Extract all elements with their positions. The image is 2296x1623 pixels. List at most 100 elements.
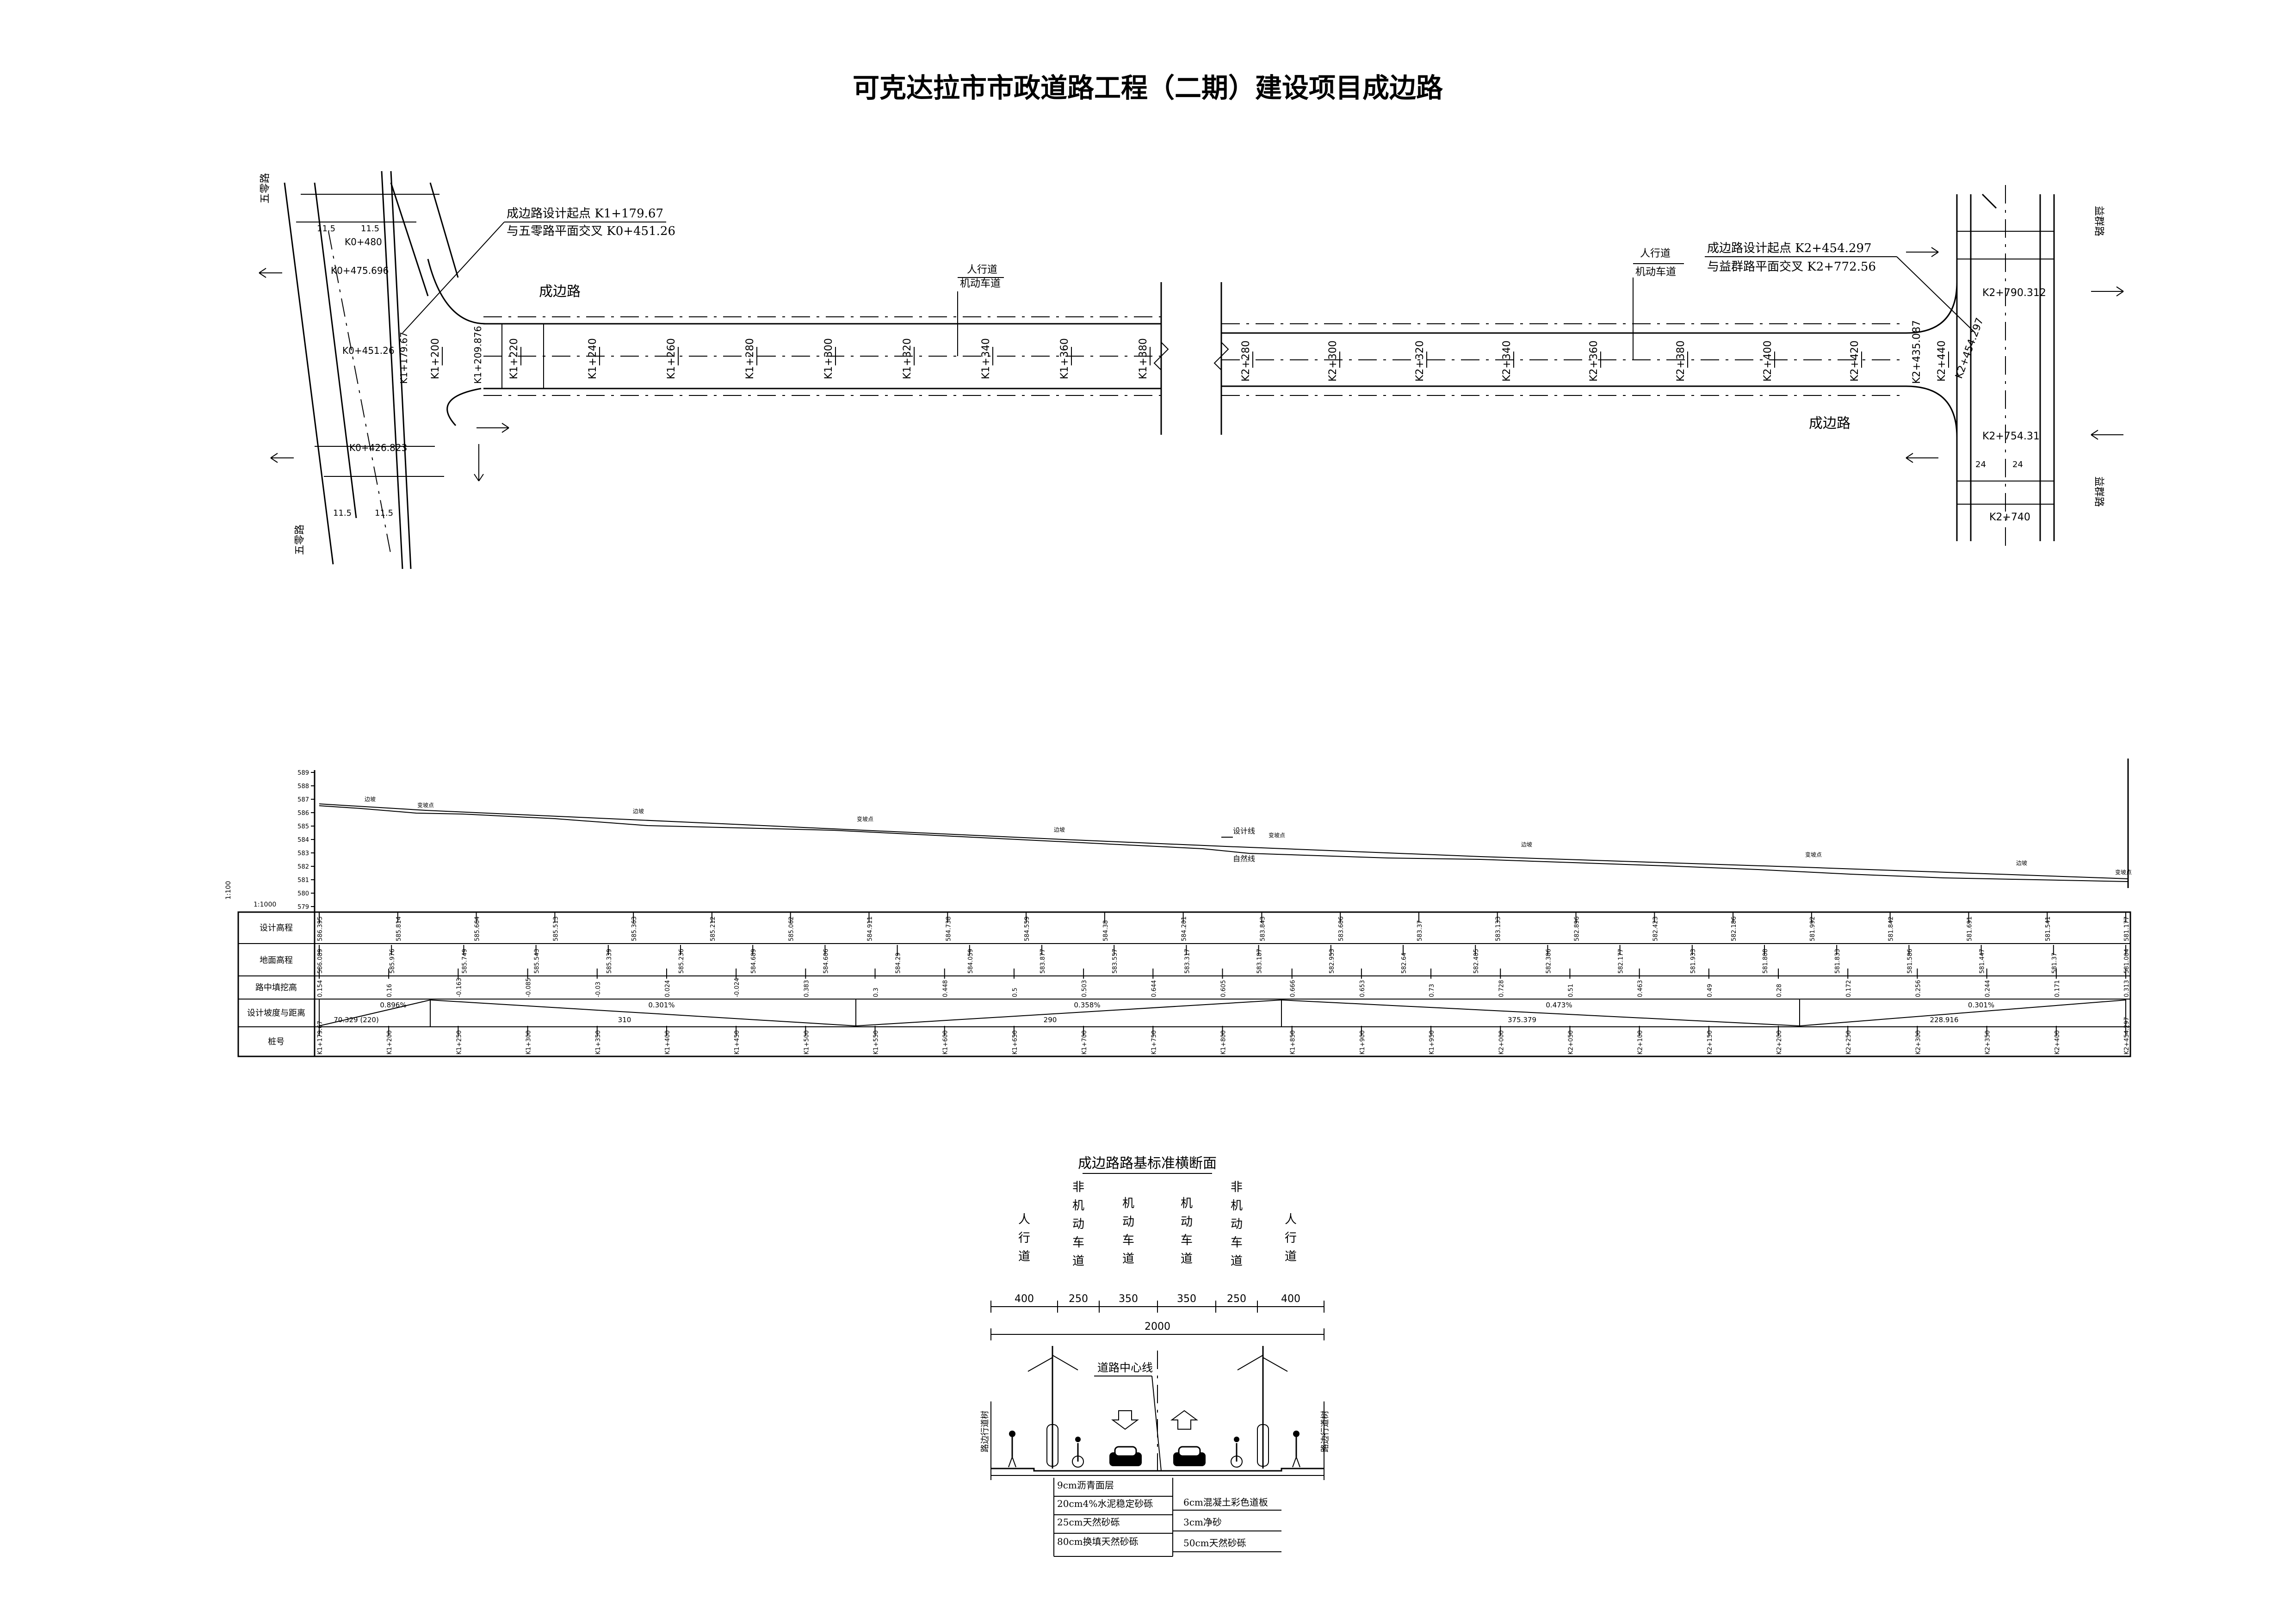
grade-length: 310	[618, 1016, 631, 1024]
vc-label: 变坡点	[1269, 832, 1285, 839]
station-label: K2+280	[1240, 340, 1252, 382]
pedestrian-icon	[1292, 1431, 1300, 1468]
legend-ground-line: 自然线	[1233, 854, 1255, 863]
grade-percent: 0.896%	[380, 1001, 406, 1009]
lane-label-char: 动	[1122, 1215, 1134, 1229]
vc-label: 边坡	[633, 808, 644, 815]
lane-label-char: 道	[1122, 1252, 1134, 1266]
station-label: K1+340	[980, 338, 992, 379]
grade-diagonal	[855, 1000, 1282, 1026]
arrow-down-icon	[1111, 1410, 1139, 1430]
table-cell: K1+400	[664, 1030, 671, 1055]
table-cell: 584.559	[1024, 916, 1031, 941]
table-cell: 0.16	[386, 984, 393, 997]
table-cell: 584.29	[895, 953, 902, 974]
table-cell: 0.383	[803, 980, 810, 997]
station-label: K1+280	[744, 338, 756, 379]
layer-left: 80cm换填天然砂砾	[1057, 1536, 1139, 1547]
table-cell: 0.244	[1985, 980, 1992, 997]
table-cell: 583.606	[1338, 916, 1345, 941]
table-cell: K1+950	[1429, 1030, 1436, 1055]
vc-label: 边坡	[2016, 860, 2027, 866]
layer-right: 50cm天然砂砾	[1183, 1537, 1246, 1549]
lane-width: 350	[1119, 1293, 1138, 1305]
arrow-icon	[270, 453, 294, 463]
grade-length: 228.916	[1930, 1016, 1958, 1024]
table-cell: 0.154	[317, 980, 324, 997]
table-cell: K1+179.67	[317, 1021, 324, 1055]
table-cell: 581.586	[1906, 949, 1913, 974]
lane-width: 400	[1281, 1293, 1300, 1305]
grade-diagonal	[430, 1000, 856, 1026]
lane-label-char: 车	[1181, 1234, 1193, 1247]
station-label: K2+440	[1936, 340, 1948, 382]
table-cell: K1+700	[1081, 1030, 1088, 1055]
table-cell: K1+200	[386, 1030, 393, 1055]
table-cell: 585.976	[389, 949, 396, 974]
table-cell: 0.3	[873, 987, 880, 997]
pavement-layer-table: 9cm沥青面层 20cm4%水泥稳定砂砾 25cm天然砂砾 80cm换填天然砂砾…	[1053, 1478, 1281, 1557]
plan-mark: K2+740	[1989, 512, 2030, 523]
table-cell: 583.877	[1040, 949, 1046, 974]
table-cell: 0.28	[1776, 984, 1783, 997]
layer-left: 25cm天然砂砾	[1057, 1517, 1120, 1528]
station-label: K2+300	[1327, 340, 1339, 382]
plan-mark: K2+754.31	[1982, 431, 2040, 442]
table-cell: 585.212	[710, 916, 717, 941]
table-cell: 0.653	[1359, 980, 1366, 997]
table-cell: 581.37	[2051, 953, 2058, 974]
total-width: 2000	[1145, 1321, 1170, 1333]
table-cell: 0.666	[1290, 980, 1297, 997]
plan-mark: K1+209.876	[472, 326, 483, 384]
table-cell: 583.557	[1112, 949, 1119, 974]
grade-percent: 0.301%	[648, 1001, 675, 1009]
table-cell: 584.38	[1102, 920, 1109, 942]
plan-mark: K0+426.823	[349, 442, 407, 453]
left-cross-road: 五零路 五零路 K0+480 K0+475.696 K0+451.26 K0+4…	[259, 171, 509, 569]
lane-width: 350	[1177, 1293, 1196, 1305]
table-cell: K2+400	[2054, 1030, 2061, 1055]
table-row-header: 设计高程	[260, 923, 293, 933]
table-cell: 585.749	[461, 949, 468, 974]
lane-label-char: 动	[1072, 1217, 1084, 1231]
station-label: K1+240	[587, 338, 599, 379]
plan-dim: 24	[1975, 460, 1986, 469]
table-cell: K2+250	[1845, 1030, 1852, 1055]
ground-line	[319, 805, 2129, 882]
table-cell: K2+300	[1915, 1030, 1922, 1055]
table-cell: 581.842	[1888, 916, 1895, 941]
table-cell: K1+550	[873, 1030, 880, 1055]
table-cell: 584.059	[967, 949, 974, 974]
plan-dim: 11.5	[317, 224, 335, 234]
section-title: 成边路路基标准横断面	[1078, 1155, 1217, 1172]
plan-dim: 11.5	[375, 508, 393, 518]
lane-label-char: 道	[1231, 1254, 1243, 1268]
table-cell: K1+300	[526, 1030, 532, 1055]
lane-label-char: 车	[1231, 1236, 1243, 1250]
table-cell: K1+650	[1012, 1030, 1019, 1055]
profile-scale-h: 1:100	[225, 881, 232, 900]
station-label: K1+200	[430, 338, 441, 379]
layer-left: 20cm4%水泥稳定砂砾	[1057, 1498, 1153, 1509]
table-cell: K2+454.297	[2123, 1017, 2130, 1055]
station-label: K1+220	[508, 338, 520, 379]
table-cell: 585.664	[474, 916, 481, 941]
lane-width: 250	[1227, 1293, 1246, 1305]
table-cell: 586.395	[317, 916, 324, 941]
table-cell: 585.062	[788, 916, 795, 941]
station-label: K1+360	[1059, 338, 1071, 379]
lane-label-char: 非	[1231, 1180, 1243, 1194]
profile-table: 设计高程 地面高程 路中填挖高 设计坡度与距离 桩号 0.896%70.329 …	[237, 911, 2131, 1057]
table-cell: 585.339	[606, 949, 613, 974]
label-motorway-right: 机动车道	[1635, 266, 1676, 278]
table-cell: 0.463	[1637, 980, 1644, 997]
vc-label: 变坡点	[1805, 851, 1822, 858]
y-tick-label: 581	[297, 877, 309, 884]
y-tick-label: 583	[297, 850, 309, 857]
station-label: K1+320	[902, 338, 913, 379]
table-cell: 585.363	[631, 916, 638, 941]
table-cell: -0.085	[526, 978, 532, 997]
table-cell: 0.73	[1429, 984, 1436, 997]
lane-label-char: 行	[1018, 1231, 1030, 1245]
